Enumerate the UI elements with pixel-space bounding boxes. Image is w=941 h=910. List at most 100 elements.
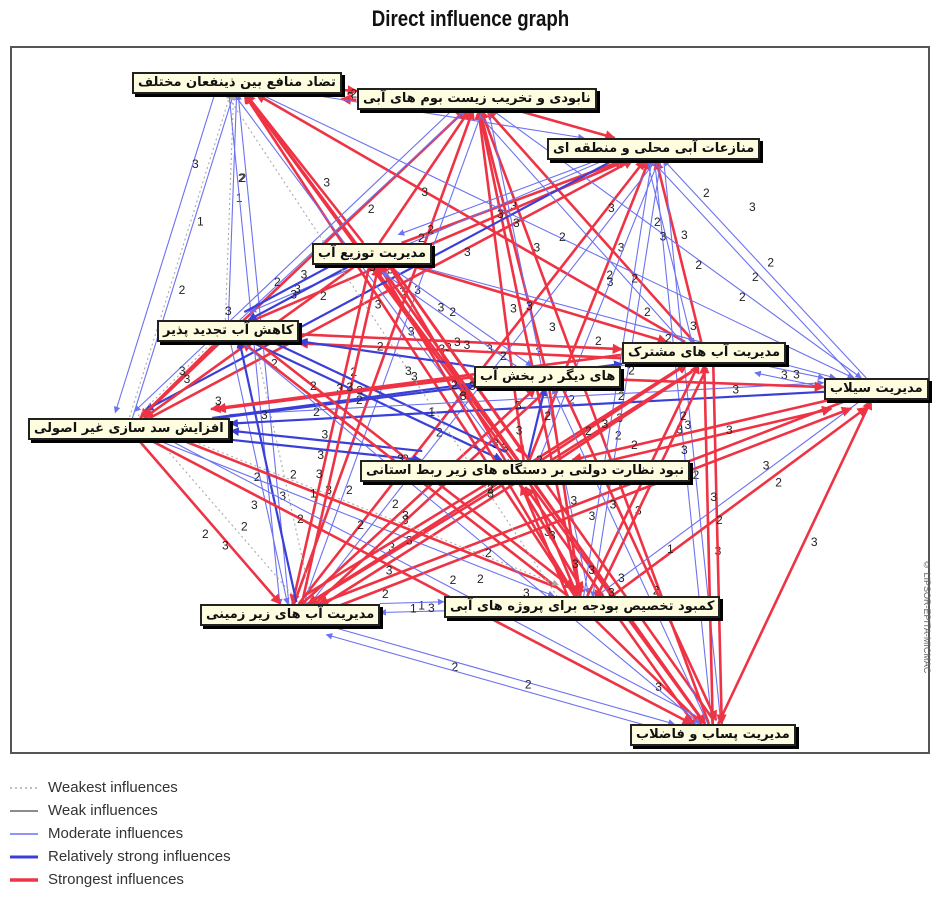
edge-label: 3 [388,541,395,555]
floating-label: 3 [523,586,530,600]
floating-label: 3 [405,364,412,378]
edge-label: 2 [254,470,261,484]
node-n13: مدیریت پساب و فاضلاب [630,724,796,746]
edge-label: 3 [685,418,692,432]
edge-label: 3 [516,424,523,438]
edge-n12-n13 [328,625,675,726]
edge-label: 2 [351,87,358,101]
edge-label: 3 [710,490,717,504]
edge-label: 2 [459,384,466,398]
legend-weak-label: Weak influences [48,802,158,819]
edge-n12-n2 [292,109,475,605]
floating-label: 3 [251,498,258,512]
floating-label: 3 [464,245,471,259]
edge-n12-n1 [235,93,290,605]
edge-label: 2 [449,305,456,319]
edge-n13-n8 [717,399,873,725]
edge-label: 3 [660,229,667,243]
edge-n4-n7 [387,264,533,367]
floating-label: 2 [382,587,389,601]
floating-label: 2 [346,483,353,497]
edge-label: 3 [222,539,229,553]
edge-n5-n9 [139,341,218,419]
edge-n9-n5 [137,339,216,417]
edge-n2-n9 [133,103,460,412]
edge-n9-n12 [137,439,282,605]
edge-n11-n13 [592,617,703,725]
legend-item-moderate: Moderate influences [10,822,231,845]
edge-label: 2 [240,171,247,185]
node-n3: منازعات آبی محلی و منطقه ای [547,138,761,160]
floating-label: 3 [215,394,222,408]
edge-n1-n12 [228,94,283,606]
legend: Weakest influences Weak influences Moder… [10,776,231,891]
edge-n5-n2 [239,109,466,321]
edge-n12-n6 [306,362,688,606]
edge-label: 3 [781,368,788,382]
edge-label: 3 [681,443,688,457]
edge-n11-n1 [243,93,576,597]
edge-n12-n4 [300,265,382,607]
edge-n9-n11 [156,439,555,597]
edge-n9-n3 [148,158,634,420]
edge-n5-n10 [250,341,503,461]
floating-label: 2 [595,334,602,348]
floating-label: 2 [487,482,494,496]
legend-item-weak: Weak influences [10,799,231,822]
edge-label: 3 [402,508,409,522]
edge-label: 3 [184,372,191,386]
floating-label: 2 [356,393,363,407]
edge-label: 3 [497,207,504,221]
edge-label: 2 [485,546,492,560]
floating-label: 2 [559,230,566,244]
floating-label: 3 [618,571,625,585]
edge-label: 3 [502,440,509,454]
edge-n12-n8 [321,406,853,614]
edge-label: 3 [588,563,595,577]
edge-label: 3 [510,199,517,213]
edge-n9-n11 [161,428,560,586]
edge-n7-n11 [547,387,585,598]
edge-n7-n8 [620,378,826,392]
edge-label: 3 [676,423,683,437]
edge-n2-n3 [515,108,616,141]
edge-n6-n12 [311,370,693,613]
edge-label: 3 [487,487,494,501]
edge-label: 3 [608,586,615,600]
edge-label: 2 [775,476,782,490]
legend-weak-line [10,809,38,812]
legend-weakest-line [10,786,38,789]
edge-n5-n4 [243,256,348,314]
edge-label: 2 [665,332,672,346]
edge-label: 3 [589,509,596,523]
edge-label: 3 [397,452,404,466]
floating-label: 3 [572,557,579,571]
edge-label: 3 [279,489,286,503]
edge-label: 2 [752,270,759,284]
edge-n6-n5 [297,338,622,360]
edge-label: 3 [460,389,467,403]
floating-label: 2 [392,497,399,511]
edge-label: 2 [525,678,532,692]
edge-n13-n6 [699,362,715,725]
edge-label: 2 [357,518,364,532]
floating-label: 3 [428,601,435,615]
edge-n4-n12 [289,264,371,606]
floating-label: 2 [631,438,638,452]
edge-label: 2 [436,426,443,440]
edge-label: 2 [450,573,457,587]
floating-label: 2 [654,215,661,229]
edge-n8-n12 [317,398,849,606]
floating-label: 2 [418,231,425,245]
floating-label: 3 [192,157,199,171]
edge-n13-n9 [153,431,697,717]
edge-label: 2 [368,202,375,216]
edge-n2-n11 [487,108,591,595]
edge-label: 3 [438,300,445,314]
edge-n4-n10 [386,259,526,456]
legend-item-relatively-strong: Relatively strong influences [10,845,231,868]
floating-label: 1 [667,542,674,556]
edge-n9-n1 [131,93,235,419]
floating-label: 2 [202,527,209,541]
edge-n4-n6 [408,263,669,345]
